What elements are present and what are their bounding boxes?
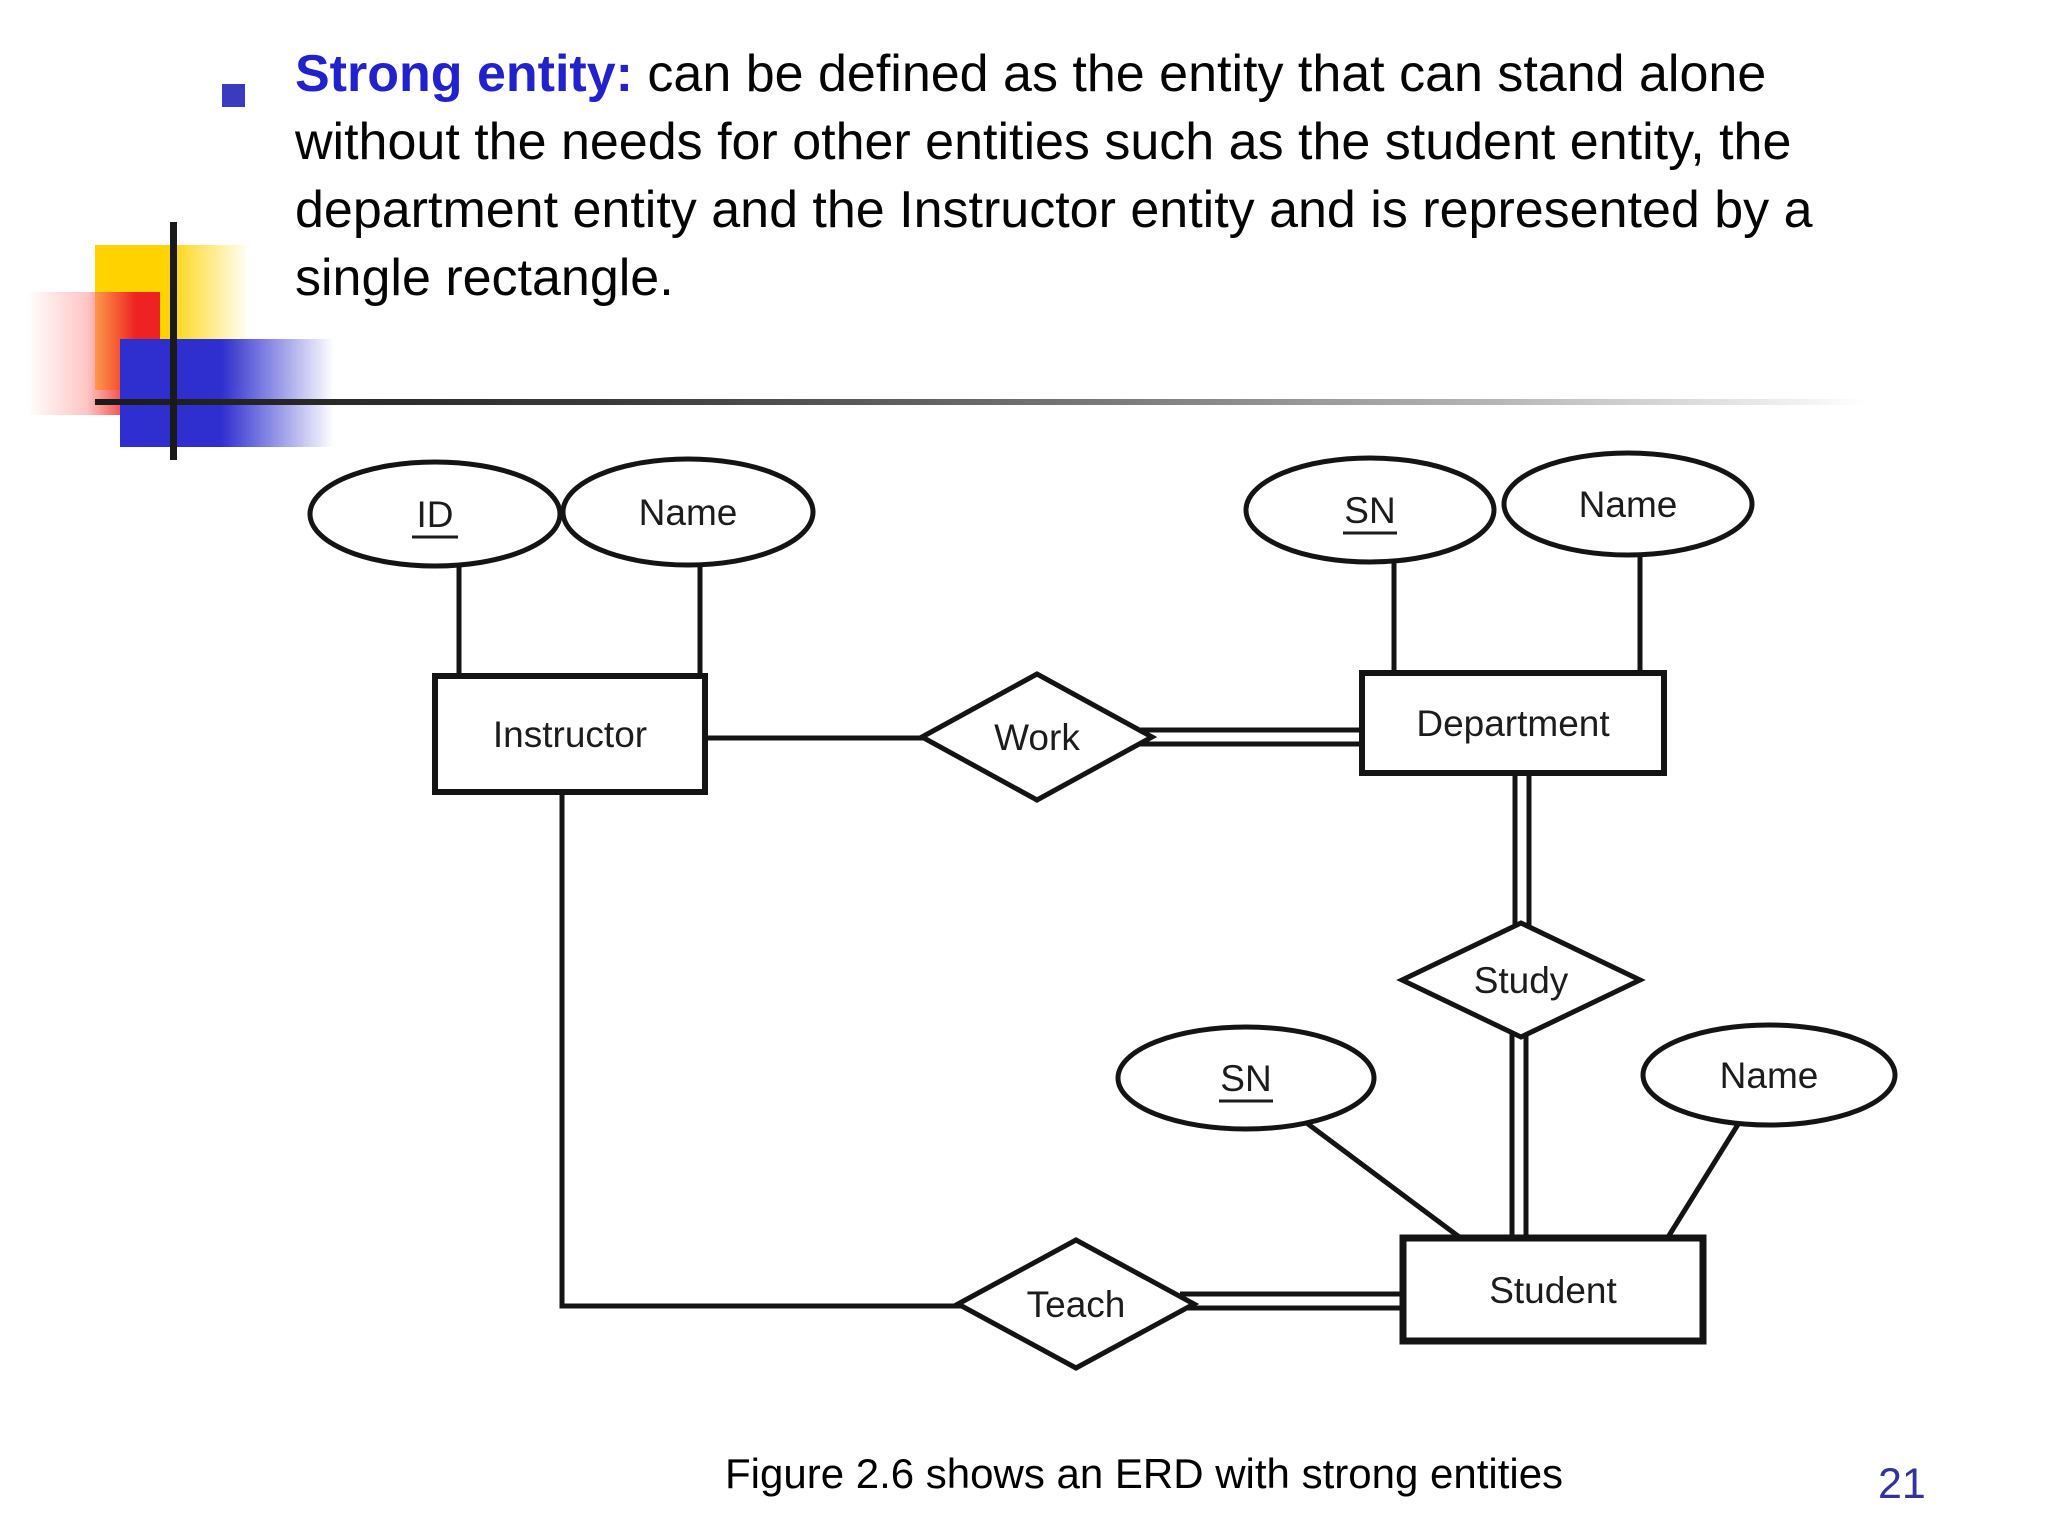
connector-teach-student-double	[1180, 1291, 1407, 1311]
page-number: 21	[1878, 1460, 1926, 1508]
connector-study-student-double	[1509, 1025, 1529, 1242]
connectors	[456, 552, 1745, 1311]
separator-line	[95, 399, 1885, 405]
attribute-label: ID	[417, 494, 454, 535]
ellipse	[1115, 1024, 1377, 1132]
relationship-work: Work	[916, 671, 1158, 803]
figure-caption: Figure 2.6 shows an ERD with strong enti…	[725, 1450, 1564, 1497]
attribute-label: SN	[1344, 490, 1395, 531]
rectangle	[432, 673, 708, 795]
rectangle	[1359, 670, 1667, 776]
diamond	[916, 671, 1158, 803]
body-line-4: single rectangle.	[295, 249, 674, 307]
attribute-label: SN	[1220, 1058, 1271, 1099]
connector-sn-student	[1298, 1115, 1468, 1245]
strong-entity-term: Strong entity:	[295, 45, 633, 103]
relationship-teach: Teach	[952, 1237, 1200, 1371]
connector-instructor-teach	[559, 790, 965, 1309]
attribute-name-instructor: Name	[560, 456, 816, 568]
bullet-icon	[222, 84, 245, 107]
body-line-1: Strong entity: can be defined as the ent…	[295, 40, 2025, 108]
entity-student: Student	[1399, 1234, 1707, 1345]
attribute-sn-student: SN	[1115, 1024, 1377, 1132]
relationship-label: Teach	[1027, 1284, 1126, 1325]
slide-body-text: Strong entity: can be defined as the ent…	[295, 40, 2025, 312]
attribute-label: Name	[1579, 484, 1678, 525]
attribute-label: Name	[1720, 1055, 1819, 1096]
entity-label: Department	[1416, 703, 1610, 744]
body-line-1-rest: can be defined as the entity that can st…	[632, 45, 1767, 103]
attribute-name-student: Name	[1640, 1022, 1898, 1128]
body-line-2: without the needs for other entities suc…	[295, 113, 1792, 171]
entity-department: Department	[1359, 670, 1667, 776]
entity-label: Student	[1489, 1270, 1617, 1311]
ellipse	[1243, 455, 1497, 565]
relationship-label: Study	[1474, 960, 1569, 1001]
connector-department-study-double	[1512, 770, 1532, 940]
diamond	[1396, 920, 1646, 1040]
attribute-id-instructor: ID	[307, 459, 563, 569]
ellipse	[560, 456, 816, 568]
attribute-sn-department: SN	[1243, 455, 1497, 565]
body-line-3: department entity and the Instructor ent…	[295, 181, 1813, 239]
connector-work-department-double	[1140, 727, 1366, 747]
deco-vertical-line	[170, 222, 177, 460]
ellipse	[1640, 1022, 1898, 1128]
relationship-label: Work	[994, 717, 1080, 758]
entity-label: Instructor	[493, 714, 647, 755]
relationship-study: Study	[1396, 920, 1646, 1040]
deco-blue-square	[120, 339, 345, 447]
rectangle	[1399, 1234, 1707, 1345]
attribute-label: Name	[639, 492, 738, 533]
attribute-name-department: Name	[1501, 450, 1755, 558]
ellipse	[307, 459, 563, 569]
entity-instructor: Instructor	[432, 673, 708, 795]
connector-name-student	[1662, 1116, 1745, 1244]
ellipse	[1501, 450, 1755, 558]
diamond	[952, 1237, 1200, 1371]
